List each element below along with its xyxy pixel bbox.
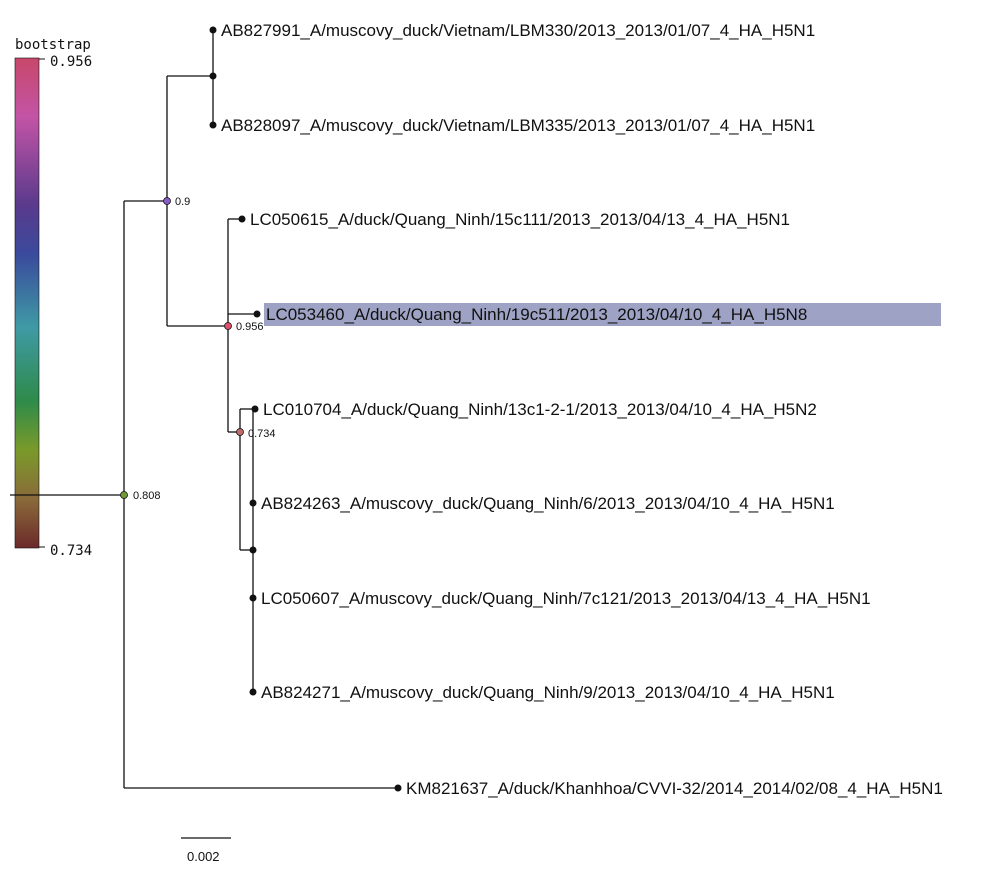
tip-dot [249,594,257,602]
node-0956 [224,322,232,330]
tip-label: AB824263_A/muscovy_duck/Quang_Ninh/6/201… [261,494,835,513]
tip-dot [394,784,402,792]
node-label-0956: 0.956 [236,321,264,333]
tip-label: LC050615_A/duck/Quang_Ninh/15c111/2013_2… [250,210,790,229]
tip-highlight [264,303,941,326]
tip-dots [209,26,402,792]
tip-dot [209,121,217,129]
tip-dot [238,215,246,223]
node-label-0734: 0.734 [248,428,276,440]
legend-min-label: 0.734 [50,543,92,559]
node-label-09: 0.9 [175,196,190,208]
internal-node-dot [209,72,217,80]
bootstrap-nodes: 0.808 0.9 0.956 0.734 [120,196,276,502]
legend-max-label: 0.956 [50,54,92,70]
tip-label: AB824271_A/muscovy_duck/Quang_Ninh/9/201… [261,683,835,702]
tip-label: LC050607_A/muscovy_duck/Quang_Ninh/7c121… [261,589,871,608]
legend-title: bootstrap [15,37,91,53]
internal-node-dot [249,546,257,554]
tip-dot [253,310,261,318]
tip-label-highlighted: LC053460_A/duck/Quang_Ninh/19c511/2013_2… [266,305,807,324]
tip-dot [251,405,259,413]
scale-bar: 0.002 [181,837,231,864]
tip-dot [249,499,257,507]
legend-gradient-bar [14,57,40,549]
tip-label: KM821637_A/duck/Khanhhoa/CVVI-32/2014_20… [406,779,943,798]
scale-bar-label: 0.002 [187,849,220,864]
tip-label: AB828097_A/muscovy_duck/Vietnam/LBM335/2… [221,116,815,135]
tip-dot [209,26,217,34]
node-09 [163,197,171,205]
tip-label: LC010704_A/duck/Quang_Ninh/13c1-2-1/2013… [263,400,817,419]
tip-labels: AB827991_A/muscovy_duck/Vietnam/LBM330/2… [221,21,943,798]
tip-label: AB827991_A/muscovy_duck/Vietnam/LBM330/2… [221,21,815,40]
node-0808 [120,491,128,499]
bootstrap-legend: bootstrap 0.956 0.734 [14,37,92,559]
node-label-0808: 0.808 [133,490,161,502]
tip-dot [249,688,257,696]
node-0734 [236,428,244,436]
